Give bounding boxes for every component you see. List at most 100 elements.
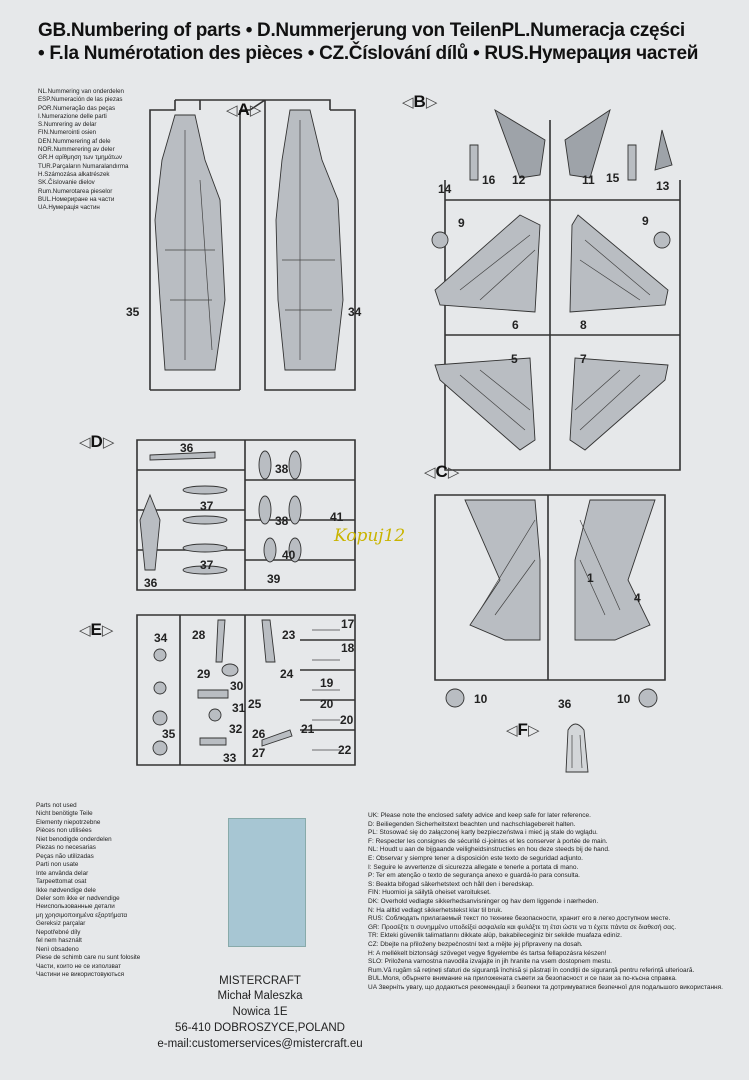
part-number: 4: [634, 591, 641, 605]
safety-line: I: Seguire le avvertenze di sicurezza al…: [368, 863, 579, 871]
not-used-item: Elementy niepotrzebne: [36, 818, 101, 826]
not-used-item: Piese de schimb care nu sunt folosite: [36, 954, 141, 962]
not-used-item: Inte använda delar: [36, 869, 89, 877]
company-street: Nowica 1E: [232, 1006, 288, 1018]
safety-line: GR: Προσέξτε τι συνημμένο υποδείξεi ασφα…: [368, 923, 677, 931]
safety-line: D: Beiliegenden Sicherheitstext beachten…: [368, 820, 576, 828]
lang-item: H.Számozása alkatrészek: [38, 170, 110, 178]
part-number: 11: [582, 173, 595, 187]
not-used-item: Pièces non utilisées: [36, 827, 92, 835]
lang-item: UA.Нумерація частин: [38, 204, 100, 212]
part-number: 10: [617, 692, 631, 706]
part-number: 1: [587, 571, 594, 585]
not-used-item: Части, които не се използват: [36, 962, 122, 970]
part-number: 31: [232, 701, 246, 715]
safety-line: CZ: Dbejte na přiloženy bezpečnostní tex…: [368, 940, 583, 948]
part-number: 19: [320, 676, 334, 690]
sprue-d-label: ◁D▷: [79, 432, 115, 451]
part-number: 25: [248, 697, 262, 711]
lang-item: NOR.Nummerering av deler: [38, 146, 115, 154]
part-number: 16: [482, 173, 496, 187]
safety-line: P: Ter em atenção o texto de segurança a…: [368, 872, 580, 880]
not-used-sprue-swatch: [228, 818, 306, 947]
part-number: 17: [341, 617, 355, 631]
part-number: 28: [192, 628, 206, 642]
lang-item: S.Numrering av delar: [38, 121, 97, 129]
not-used-item: Parts not used: [36, 802, 77, 809]
company-name: MISTERCRAFT: [219, 975, 301, 987]
lang-item: NL.Nummering van onderdelen: [38, 88, 124, 95]
safety-line: SLO: Priložena varnostna navodila izvaja…: [368, 958, 612, 966]
watermark: Kopuj12: [334, 526, 406, 546]
safety-line: UA Зверніть увагу, що додаються рекоменд…: [368, 983, 723, 991]
part-number: 26: [252, 727, 266, 741]
sprue-a-drawing: [149, 99, 356, 391]
safety-notes: UK: Please note the enclosed safety advi…: [368, 812, 723, 992]
sprue-f-drawing: [565, 723, 589, 773]
part-number: 36: [180, 441, 194, 455]
part-number: 14: [438, 182, 452, 196]
safety-line: S: Beakta bifogad säkerhetstext och håll…: [368, 880, 534, 888]
lang-item: POR.Numeração das peças: [38, 104, 116, 112]
language-list: NL.Nummering van onderdelen ESP.Numeraci…: [38, 88, 128, 212]
safety-line: DK: Overhold vedlagte sikkerhedsanvisnin…: [368, 897, 599, 905]
part-number: 23: [282, 628, 296, 642]
lang-item: GR.H αρίθμηση των τμημάτων: [38, 154, 122, 162]
header-line-2: • F.la Numérotation des pièces • CZ.Čísl…: [38, 43, 699, 64]
not-used-item: Nepotřebné díly: [36, 928, 81, 936]
part-number: 15: [606, 171, 620, 185]
not-used-item: fel nem használt: [36, 937, 82, 945]
part-number: 8: [580, 318, 587, 332]
safety-line: Rum.Vă rugăm să rețineți sfaturi de sigu…: [368, 966, 695, 974]
part-number: 27: [252, 746, 266, 760]
part-number: 10: [474, 692, 488, 706]
company-city: 56-410 DOBROSZYCE,POLAND: [174, 1022, 345, 1034]
safety-line: FIN: Huomioi ja säilytä oheiset varoituk…: [368, 889, 491, 897]
part-number: 38: [275, 514, 289, 528]
not-used-item: Nicht benötigte Teile: [36, 810, 93, 818]
safety-line: H: A mellékelt biztonsági szöveget vegye…: [368, 949, 607, 957]
lang-item: I.Numerazione delle parti: [38, 112, 107, 120]
part-number: 7: [580, 352, 587, 366]
not-used-item: Nenì obsadeno: [36, 945, 79, 953]
not-used-item: μη χρησιμοποιημένα εξαρτήματα: [36, 911, 128, 919]
safety-line: RUS: Соблюдать прилагаемый текст по техн…: [368, 915, 671, 923]
part-number: 32: [229, 722, 243, 736]
lang-item: DEN.Nummerering af dele: [38, 137, 111, 145]
part-number: 37: [200, 558, 214, 572]
part-number: 29: [197, 667, 211, 681]
not-used-item: Niet benodigde onderdelen: [36, 835, 112, 843]
part-number: 38: [275, 462, 289, 476]
lang-item: ESP.Numeración de las piezas: [38, 96, 123, 104]
part-number: 36: [144, 576, 158, 590]
lang-item: Rum.Numerotarea pieselor: [38, 187, 113, 195]
sprue-b-drawing: [431, 108, 681, 471]
safety-line: F: Respecter les consignes de sécurité c…: [368, 837, 608, 845]
not-used-item: Ikke nødvendige dele: [36, 886, 96, 894]
part-number: 9: [458, 216, 465, 230]
part-number: 12: [512, 173, 526, 187]
sprue-a-label: ◁A▷: [226, 100, 262, 119]
not-used-item: Неиспользованные детали: [36, 903, 115, 911]
part-number: 13: [656, 179, 670, 193]
part-number: 34: [154, 631, 168, 645]
part-number: 39: [267, 572, 281, 586]
safety-line: BUL.Моля, обърнете внимание на приложена…: [368, 975, 677, 983]
part-number: 30: [230, 679, 244, 693]
part-number: 22: [338, 743, 352, 757]
lang-item: FIN.Numerointi osien: [38, 129, 97, 137]
not-used-item: Parti non usate: [36, 861, 79, 869]
sprue-drawings: [136, 99, 681, 773]
safety-line: N: Ha alltid vedlagt sikkerhetstekst kla…: [368, 906, 503, 914]
parts-not-used-list: Parts not used Nicht benötigte Teile Ele…: [36, 802, 140, 980]
not-used-item: Deler som ikke er nødvendige: [36, 894, 120, 902]
sprue-e-label: ◁E▷: [79, 620, 114, 639]
not-used-item: Gereksiz parçalar: [36, 920, 86, 928]
company-person: Michał Maleszka: [217, 990, 303, 1002]
sprue-b-label: ◁B▷: [402, 92, 438, 111]
lang-item: BUL.Номериране на части: [38, 195, 115, 203]
lang-item: SK.Číslovanie dielov: [38, 179, 95, 187]
part-number: 34: [348, 305, 362, 319]
safety-line: TR: Ekteki güvenlik talimatlarını dikkat…: [368, 932, 622, 940]
